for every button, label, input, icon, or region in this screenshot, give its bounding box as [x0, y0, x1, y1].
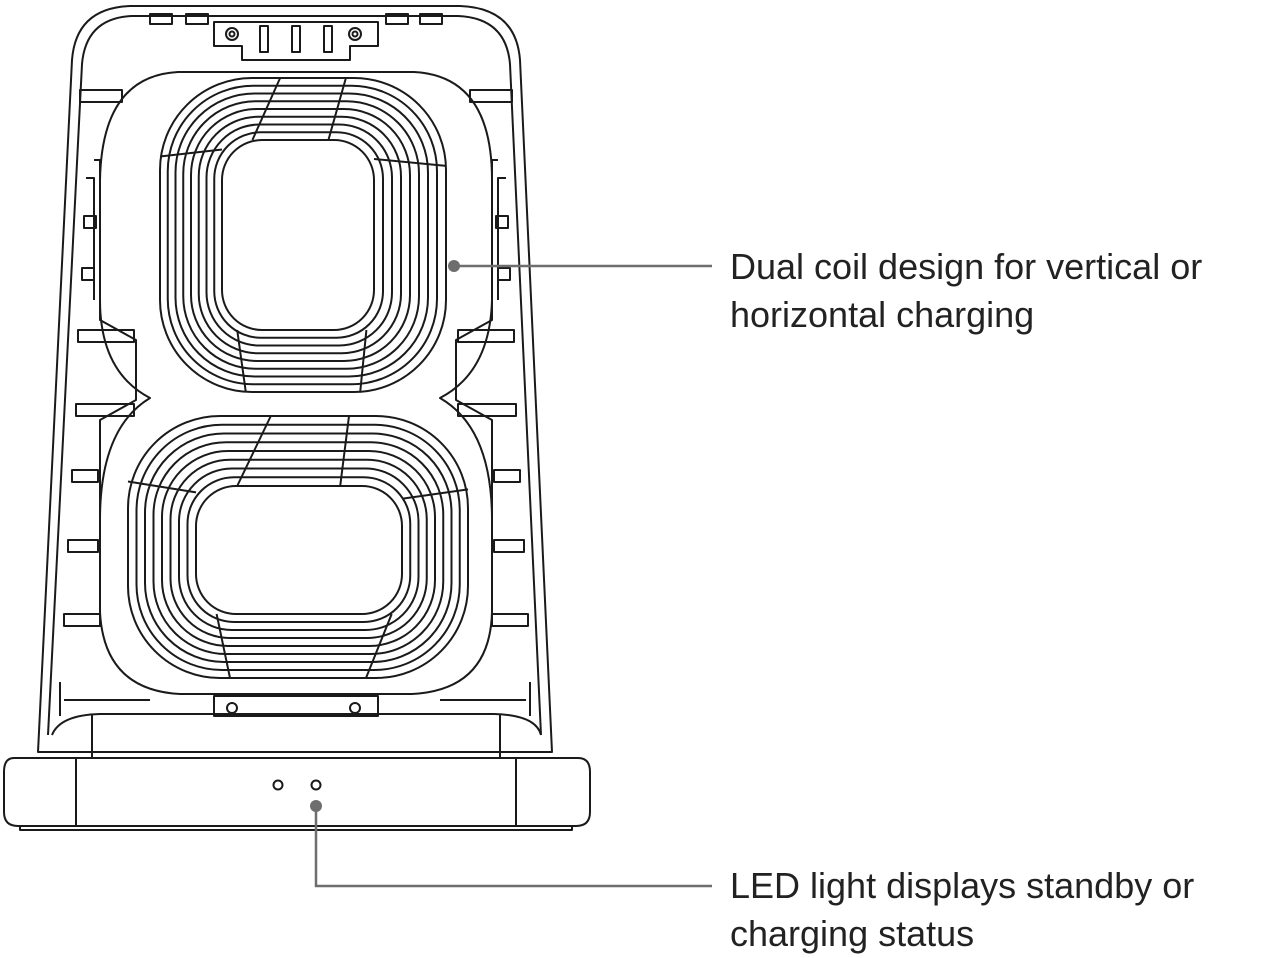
coil-winding — [190, 108, 411, 362]
led-leader-line — [314, 806, 712, 888]
bottom-bracket — [213, 695, 379, 717]
coil-spoke — [236, 415, 272, 487]
coil-winding — [197, 115, 402, 355]
coil-spoke — [215, 613, 231, 679]
led-leader-dot — [310, 800, 322, 812]
coil-spoke — [327, 77, 347, 141]
coil-carrier — [99, 71, 493, 695]
stand-shell-inner — [47, 15, 542, 736]
coil-spoke — [359, 329, 368, 393]
coil-winding — [135, 423, 461, 671]
coil-winding — [127, 415, 469, 679]
coil-winding — [174, 92, 429, 378]
coil-leader-dot — [448, 260, 460, 272]
led-indicator-1 — [272, 779, 284, 791]
coil-winding — [159, 77, 447, 393]
coil-callout-text: Dual coil design for vertical or horizon… — [730, 246, 1203, 335]
coil-spoke — [401, 488, 469, 500]
coil-spoke — [339, 415, 350, 487]
coil-winding — [166, 84, 438, 386]
base-upper — [51, 713, 542, 736]
coil-winding — [144, 432, 453, 663]
coil-winding — [186, 476, 412, 623]
coil-spoke — [365, 613, 393, 679]
screw-right — [348, 27, 362, 41]
coil-winding — [169, 458, 428, 639]
coil-spoke — [373, 158, 447, 167]
stand-shell-outer — [37, 5, 553, 753]
coil-spoke — [159, 148, 223, 158]
top-bracket — [213, 21, 379, 61]
coil-spoke — [236, 329, 247, 393]
coil-winding — [213, 131, 384, 339]
coil-winding — [161, 450, 436, 647]
coil-winding — [221, 139, 375, 331]
charger-base — [3, 757, 591, 827]
coil-winding — [178, 467, 420, 631]
coil-spoke — [127, 480, 197, 494]
coil-spoke — [251, 77, 282, 141]
led-indicator-2 — [310, 779, 322, 791]
bottom-coil — [127, 415, 469, 679]
coil-winding — [205, 123, 393, 347]
coil-winding — [182, 100, 420, 370]
coil-winding — [195, 485, 403, 615]
screw-left — [225, 27, 239, 41]
led-callout-text: LED light displays standby or charging s… — [730, 865, 1195, 954]
coil-winding — [152, 441, 445, 655]
top-coil — [159, 77, 447, 393]
